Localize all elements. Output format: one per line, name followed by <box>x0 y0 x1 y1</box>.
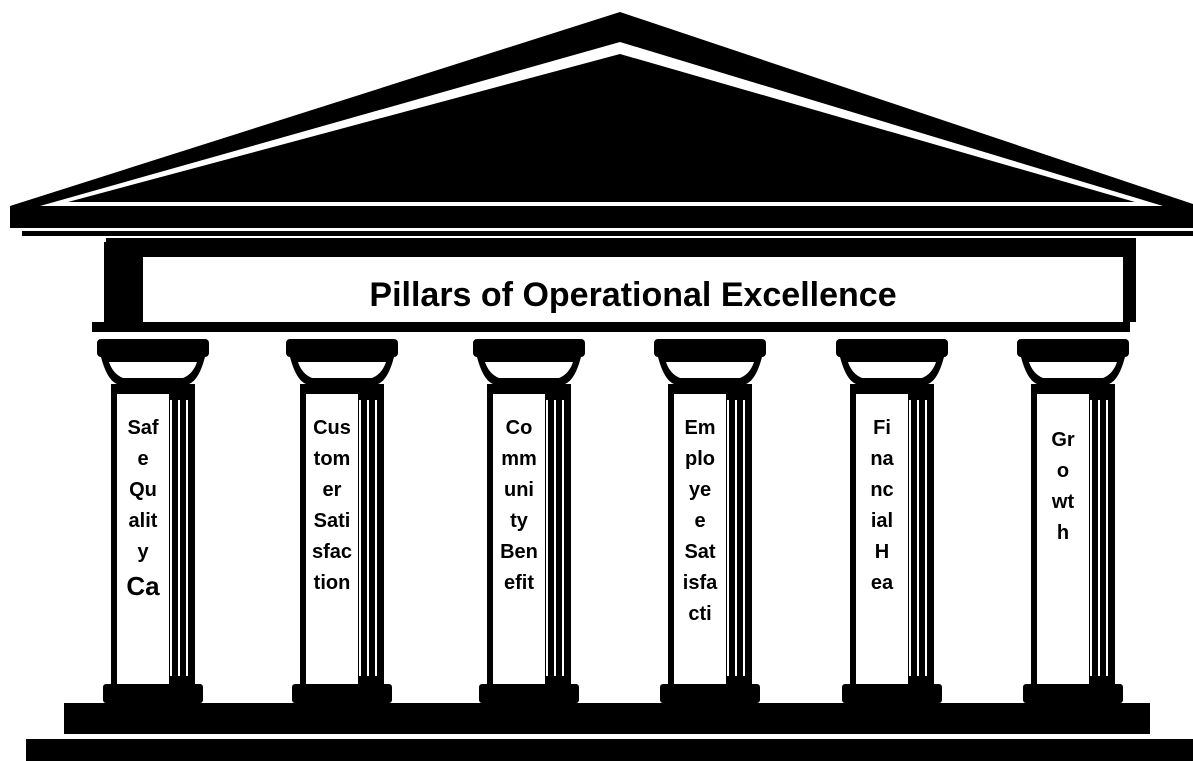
pillar-label-line: Qu <box>129 479 157 501</box>
entablature: Pillars of Operational Excellence <box>92 238 1136 332</box>
pillar-label-line: alit <box>129 510 158 532</box>
pillar-label-line: Sati <box>314 510 351 532</box>
pillar-capital-highlight <box>848 362 936 378</box>
pillar-capital-top <box>836 339 948 357</box>
pillar-capital-highlight <box>1029 362 1117 378</box>
pillar-label-line: er <box>323 479 342 501</box>
pillar-capital-top <box>654 339 766 357</box>
pillar: Gr o wt h <box>1017 339 1129 703</box>
pillar-capital-highlight <box>666 362 754 378</box>
pillar-capital-top <box>1017 339 1129 357</box>
roof <box>10 12 1193 236</box>
frieze-shadow-left <box>104 242 128 322</box>
pillar-label-line: e <box>137 448 148 470</box>
pillar-label-line: H <box>875 541 889 563</box>
pillar-capital-top <box>97 339 209 357</box>
pillar-label-line: Fi <box>873 417 891 439</box>
pillar-capital-top <box>473 339 585 357</box>
pillar-label-line: uni <box>504 479 534 501</box>
pillar-label-panel <box>493 394 545 684</box>
pillar-label-line: Saf <box>127 417 158 439</box>
pillar-base <box>660 684 760 703</box>
pillar-base <box>479 684 579 703</box>
pillar-label-line: Co <box>506 417 533 439</box>
pillar-label-line: na <box>870 448 894 470</box>
pillar-label-line: tom <box>314 448 351 470</box>
pillar-label-line: y <box>137 541 149 563</box>
pillar-label-line: Gr <box>1051 429 1075 451</box>
base-top-step <box>64 703 1150 734</box>
pillar-label-line: plo <box>685 448 715 470</box>
pillar-label-panel <box>306 394 358 684</box>
pillar-base <box>103 684 203 703</box>
pillar-label-line: h <box>1057 522 1069 544</box>
pillar-label-line: ye <box>689 479 711 501</box>
pillar-label-line: Ca <box>126 571 160 601</box>
roof-underline <box>22 231 1193 236</box>
pillar-label-line: sfac <box>312 541 352 563</box>
pillar-label-line: Sat <box>684 541 715 563</box>
pillar: Saf eQu alit yCa <box>97 339 209 703</box>
pillar-label-panel <box>1037 394 1089 684</box>
pillar-label-line: mm <box>501 448 537 470</box>
pillar-base <box>1023 684 1123 703</box>
banner-panel <box>141 255 1125 325</box>
pillar-label-line: Ben <box>500 541 538 563</box>
roof-inner-core <box>68 54 1135 202</box>
pillar-label-line: nc <box>870 479 893 501</box>
pillar-label-panel <box>856 394 908 684</box>
pillar-label-line: o <box>1057 460 1069 482</box>
pillar-label-panel <box>117 394 169 684</box>
pillar-capital-top <box>286 339 398 357</box>
pillar-label-line: cti <box>688 603 711 625</box>
pillars: SafeQualityCaCustomerSatisfactionCommuni… <box>97 339 1129 703</box>
banner-title: Pillars of Operational Excellence <box>369 276 896 314</box>
pillar-label-line: efit <box>504 572 534 594</box>
pillar-label-panel <box>674 394 726 684</box>
pillar-label-line: wt <box>1051 491 1075 513</box>
pillar-base <box>292 684 392 703</box>
pillar-capital-highlight <box>485 362 573 378</box>
base-bottom-step <box>26 739 1193 761</box>
pillar-label-line: ea <box>871 572 894 594</box>
architrave <box>92 322 1130 332</box>
pillar-label-line: isfa <box>683 572 718 594</box>
pillar-label-line: tion <box>314 572 351 594</box>
base <box>26 703 1193 761</box>
pillar-label-line: e <box>694 510 705 532</box>
pillar-label-line: ty <box>510 510 529 532</box>
pillar-capital-highlight <box>298 362 386 378</box>
pillar-label-line: Em <box>684 417 715 439</box>
pillar-capital-highlight <box>109 362 197 378</box>
pillar-base <box>842 684 942 703</box>
pillar-label-line: Cus <box>313 417 351 439</box>
pillar-label-line: ial <box>871 510 893 532</box>
